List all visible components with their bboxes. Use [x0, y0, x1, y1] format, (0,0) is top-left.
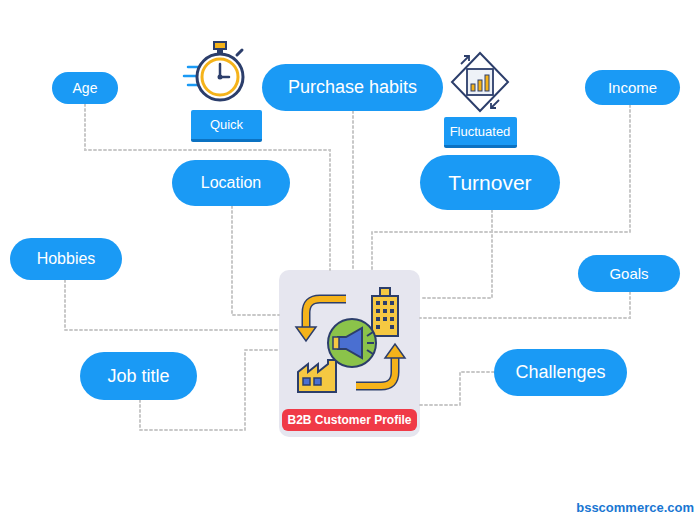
- dotted-connector: [232, 206, 279, 315]
- node-label: Quick: [210, 117, 243, 132]
- card-ground: [279, 270, 420, 437]
- node-label: Job title: [107, 366, 169, 387]
- node-label: Hobbies: [37, 250, 96, 268]
- node-label: Location: [201, 174, 262, 192]
- tag-box: Fluctuated: [444, 117, 517, 148]
- node-label: Age: [73, 80, 98, 96]
- dotted-connector: [420, 292, 630, 318]
- node-label: Turnover: [448, 171, 531, 195]
- profile-illustration: [296, 288, 405, 392]
- dotted-connector: [352, 111, 354, 270]
- node-label: Fluctuated: [450, 124, 511, 139]
- attribute-pill: Challenges: [494, 349, 627, 396]
- tag-box: Quick: [191, 110, 262, 142]
- profile-card: B2B Customer Profile: [279, 270, 420, 437]
- attribute-pill: Hobbies: [10, 238, 122, 280]
- dotted-connector: [420, 372, 494, 405]
- node-label: Challenges: [515, 362, 605, 383]
- node-label: Goals: [609, 265, 648, 282]
- attribute-pill: Job title: [80, 352, 197, 400]
- attribute-pill: Age: [52, 72, 118, 104]
- attribute-pill: Income: [585, 70, 680, 105]
- stopwatch-icon: [184, 42, 243, 100]
- node-label: Purchase habits: [288, 77, 417, 98]
- profile-label: B2B Customer Profile: [282, 409, 416, 431]
- chart-icon: [452, 53, 508, 111]
- attribute-pill: Goals: [578, 255, 680, 292]
- dotted-connector: [372, 105, 630, 270]
- watermark: bsscommerce.com: [576, 500, 694, 515]
- attribute-pill: Turnover: [420, 155, 560, 210]
- node-label: Income: [608, 79, 657, 96]
- dotted-connector: [65, 280, 279, 330]
- dotted-connector: [85, 104, 330, 270]
- attribute-pill: Location: [172, 160, 290, 206]
- attribute-pill: Purchase habits: [262, 64, 443, 111]
- dotted-connector: [420, 210, 492, 298]
